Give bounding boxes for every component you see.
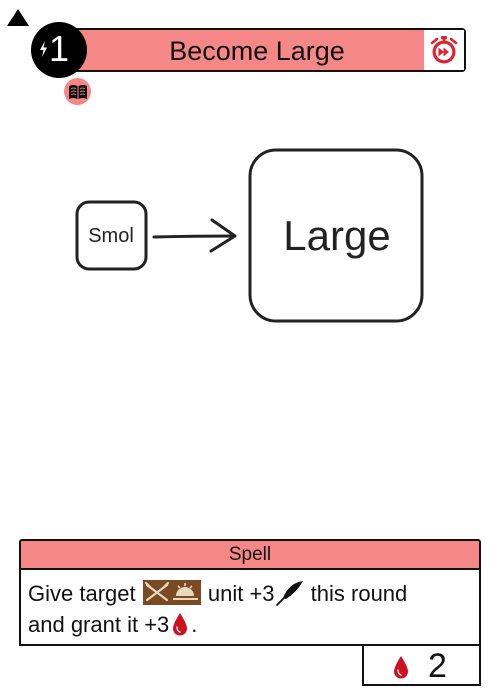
lore-button[interactable] bbox=[64, 78, 91, 105]
card-text-part3: this round bbox=[310, 581, 408, 606]
timer-forward-icon bbox=[430, 36, 458, 64]
triangle-up-icon[interactable] bbox=[7, 9, 29, 26]
card-text-part2: unit +3 bbox=[207, 581, 275, 606]
crossed-swords-horizon-icon bbox=[142, 580, 201, 605]
card-title-bar: Become Large bbox=[52, 28, 466, 72]
card-text-part5: . bbox=[191, 612, 198, 637]
lightning-bolt-icon bbox=[40, 41, 47, 57]
card-text-part4: and grant it +3 bbox=[28, 612, 170, 637]
large-box bbox=[248, 148, 424, 323]
small-label: Smol bbox=[88, 225, 134, 247]
blood-drop-icon bbox=[394, 656, 408, 679]
large-label: Large bbox=[283, 212, 390, 259]
small-box bbox=[75, 200, 148, 271]
stat-box: 2 bbox=[362, 646, 481, 686]
card-text: Give target unit +3 this round and grant … bbox=[19, 568, 481, 646]
stat-value: 2 bbox=[428, 647, 447, 685]
card-art: Smol Large bbox=[75, 148, 424, 323]
cost-badge: 1 bbox=[31, 22, 87, 78]
quill-feather-icon bbox=[275, 581, 303, 606]
blood-drop-icon bbox=[173, 613, 188, 636]
arrow-head bbox=[209, 218, 237, 253]
card-text-part1: Give target bbox=[28, 581, 136, 606]
book-icon bbox=[68, 85, 87, 99]
arrow-shaft bbox=[152, 234, 236, 239]
cost-value: 1 bbox=[49, 28, 70, 69]
card-type-bar: Spell bbox=[19, 539, 481, 568]
timer-button[interactable] bbox=[424, 30, 464, 70]
card-title: Become Large bbox=[169, 36, 345, 66]
